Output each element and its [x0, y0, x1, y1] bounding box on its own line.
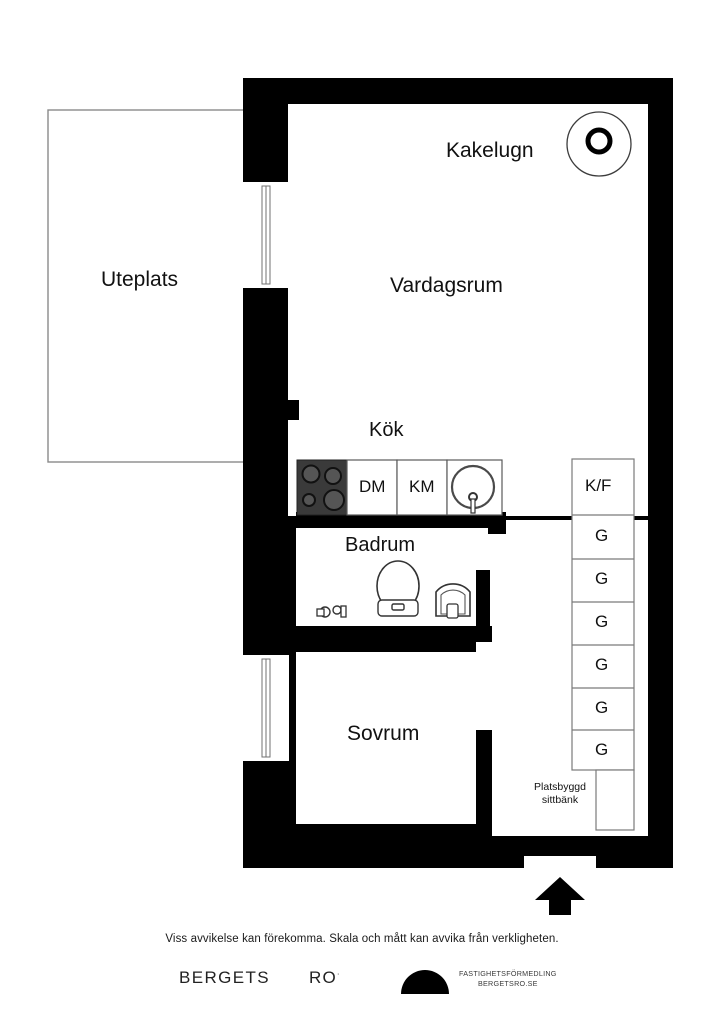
- burner-4: [323, 489, 345, 511]
- sink-tap-spout: [470, 498, 476, 514]
- storage-cell-label-3: G: [595, 612, 609, 631]
- burner-3: [302, 493, 316, 507]
- drain-box: [316, 608, 325, 617]
- entrance-door-opening: [524, 856, 596, 868]
- toilet-flush: [391, 603, 405, 611]
- disclaimer-text: Viss avvikelse kan förekomma. Skala och …: [165, 933, 559, 945]
- burner-1: [301, 464, 321, 484]
- wall-kok-badrum: [296, 512, 506, 528]
- half-dome-logo-icon: [401, 970, 449, 994]
- wall-badrum-east: [476, 570, 490, 640]
- sittbank-line-2: sittbänk: [541, 794, 579, 807]
- interior-sovrum: [296, 652, 476, 836]
- storage-cell-label-6: G: [595, 740, 609, 759]
- drain-circle-2: [332, 605, 342, 615]
- wall-kok-west-return: [243, 400, 299, 420]
- storage-column-frame: [571, 458, 635, 771]
- logo-dome-shape: [401, 970, 449, 994]
- toilet-symbol: [376, 560, 420, 617]
- storage-cell-label-5: G: [595, 698, 609, 717]
- brand-logo: FASTIGHETSFÖRMEDLING BERGETSRO.SE: [399, 963, 579, 994]
- window-west-lower: [243, 655, 289, 761]
- wall-sovrum-south: [296, 824, 492, 840]
- wall-badrum-sovrum: [296, 626, 492, 642]
- storage-cell-label-4: G: [595, 655, 609, 674]
- logo-line-1: FASTIGHETSFÖRMEDLING: [459, 969, 557, 978]
- drain-pipe: [340, 605, 347, 618]
- bathroom-fixtures: [316, 560, 471, 619]
- brand-row: BERGETS RO· FASTIGHETSFÖRMEDLING BERGETS…: [0, 963, 724, 997]
- kitchen-run: [296, 459, 503, 516]
- built-in-bench-box: [595, 769, 635, 831]
- brand-ro-text: RO: [309, 968, 337, 987]
- dishwasher-unit: [346, 459, 398, 516]
- brand-ro: RO·: [309, 968, 340, 988]
- kitchen-unit-label-km: KM: [409, 477, 435, 496]
- storage-cell-label-1: G: [595, 526, 609, 545]
- feature-label-sittbank: Platsbyggd sittbänk: [522, 781, 598, 807]
- brand-bergets: BERGETS: [179, 968, 271, 987]
- entrance-arrow-shape: [535, 877, 585, 915]
- sittbank-line-1: Platsbyggd: [534, 781, 586, 793]
- storage-cell-label-0: K/F: [585, 476, 612, 495]
- basin-tap: [446, 603, 459, 619]
- kitchen-unit-label-dm: DM: [359, 477, 386, 496]
- room-label-badrum: Badrum: [345, 534, 416, 556]
- partition-walls: [243, 400, 506, 840]
- wall-sovrum-east: [476, 730, 492, 836]
- logo-line-2: BERGETSRO.SE: [477, 978, 538, 988]
- feature-label-kakelugn: Kakelugn: [446, 139, 534, 162]
- window-west-upper: [243, 182, 289, 288]
- entrance-arrow-icon: [524, 856, 596, 915]
- kakelugn-flue: [585, 127, 613, 155]
- room-label-uteplats: Uteplats: [101, 268, 179, 291]
- storage-cell-label-2: G: [595, 569, 609, 588]
- room-label-kok: Kök: [369, 419, 404, 441]
- uteplats-outline: [47, 109, 249, 463]
- storage-column: [571, 458, 635, 831]
- floor-drain-symbol: [316, 605, 347, 618]
- room-uteplats: [47, 109, 249, 463]
- brand-ro-mark: ·: [336, 969, 340, 979]
- logo-text-block: FASTIGHETSFÖRMEDLING BERGETSRO.SE: [459, 969, 557, 988]
- wall-stub-right-badrum: [488, 512, 506, 534]
- kakelugn-outer-circle: [566, 111, 632, 177]
- room-label-vardagsrum: Vardagsrum: [390, 274, 503, 297]
- burner-2: [324, 467, 342, 485]
- kakelugn-symbol: [566, 111, 632, 177]
- room-label-sovrum: Sovrum: [347, 722, 420, 745]
- washbasin-symbol: [435, 583, 471, 619]
